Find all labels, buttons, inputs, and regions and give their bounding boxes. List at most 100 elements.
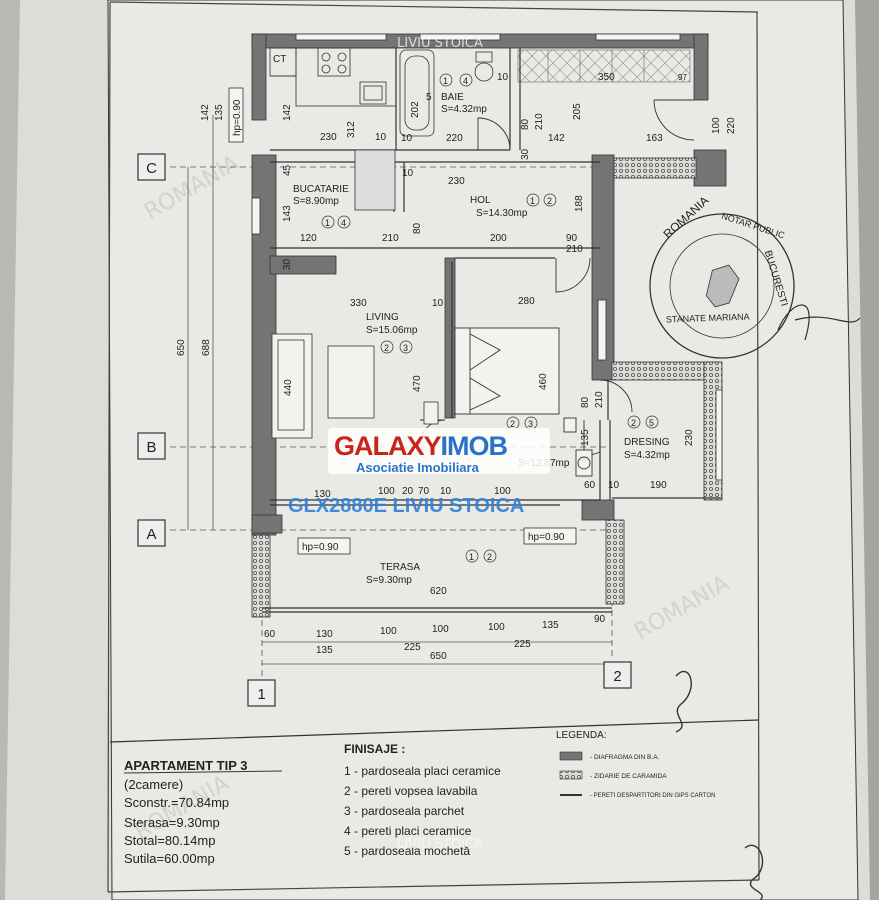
- svg-text:LEGENDA:: LEGENDA:: [556, 730, 607, 741]
- svg-text:688: 688: [201, 339, 212, 356]
- svg-text:470: 470: [412, 375, 423, 392]
- svg-text:5: 5: [426, 92, 432, 103]
- svg-text:10: 10: [401, 133, 413, 144]
- svg-text:163: 163: [646, 133, 663, 144]
- svg-text:5: 5: [649, 418, 654, 428]
- svg-text:Sconstr.=70.84mp: Sconstr.=70.84mp: [124, 795, 229, 810]
- legend-swatch-concrete: [559, 751, 583, 761]
- svg-text:90: 90: [594, 614, 606, 625]
- svg-text:10: 10: [375, 132, 387, 143]
- svg-text:440: 440: [283, 379, 294, 396]
- drawing-frame-bottom: [107, 879, 760, 893]
- watermark-top: LIVIU STOICA: [397, 36, 483, 51]
- svg-text:330: 330: [350, 298, 367, 309]
- grid-label-c: C: [137, 153, 166, 181]
- svg-text:230: 230: [684, 429, 695, 446]
- svg-text:HOL: HOL: [470, 195, 491, 206]
- svg-text:97: 97: [678, 73, 687, 82]
- svg-text:30: 30: [520, 148, 531, 160]
- svg-text:BUCATARIE: BUCATARIE: [293, 184, 349, 195]
- listing-code: GLX2880E LIVIU STOICA: [288, 495, 524, 517]
- svg-text:230: 230: [320, 132, 337, 143]
- svg-text:S=15.06mp: S=15.06mp: [366, 325, 418, 336]
- svg-text:- DIAFRAGMA DIN B.A.: - DIAFRAGMA DIN B.A.: [590, 754, 660, 761]
- svg-text:1: 1: [443, 76, 448, 86]
- svg-text:225: 225: [514, 639, 531, 650]
- balcony-tiles: [517, 49, 691, 83]
- svg-text:142: 142: [282, 104, 293, 121]
- svg-text:120: 120: [300, 233, 317, 244]
- svg-text:S=14.30mp: S=14.30mp: [476, 208, 528, 219]
- svg-text:100: 100: [380, 626, 397, 637]
- svg-text:10: 10: [608, 480, 620, 491]
- height-tag-living: hp=0.90: [297, 537, 351, 555]
- coat-of-arms-icon: [705, 264, 740, 308]
- grid-label-1: 1: [247, 679, 276, 707]
- bottom-dimensions: 60 130 100 100 100 135 90 135 225 225 65…: [264, 614, 606, 662]
- svg-text:- PERETI DESPARTITORI DIN GIPS: - PERETI DESPARTITORI DIN GIPS CARTON: [590, 793, 715, 799]
- bathroom-fixtures: [399, 49, 494, 137]
- svg-text:210: 210: [534, 113, 545, 130]
- walls-partition: [262, 48, 722, 613]
- svg-text:650: 650: [430, 651, 447, 662]
- bottom-signature: [744, 844, 764, 900]
- legend-swatch-brick: [559, 770, 583, 780]
- svg-text:FINISAJE :: FINISAJE :: [344, 742, 405, 756]
- svg-text:135: 135: [214, 104, 225, 121]
- svg-text:190: 190: [650, 480, 667, 491]
- svg-text:130: 130: [316, 629, 333, 640]
- svg-text:hp=0.90: hp=0.90: [528, 532, 565, 543]
- grid-axes: [170, 115, 613, 676]
- svg-text:100: 100: [488, 622, 505, 633]
- svg-text:S=4.32mp: S=4.32mp: [624, 450, 670, 461]
- svg-text:80: 80: [412, 222, 423, 234]
- svg-text:10: 10: [402, 168, 414, 179]
- svg-text:188: 188: [574, 195, 585, 212]
- agency-logo: GALAXYIMOB Asociatie Imobiliara: [328, 428, 550, 475]
- watermark-bottom: LIVIU STOICA: [397, 837, 483, 852]
- initials-signature: [675, 670, 692, 733]
- info-block-divider: [109, 719, 759, 743]
- dimension-labels: 142 135 142 650 688 230 312 10 202 5 220…: [176, 72, 737, 597]
- svg-text:S=9.30mp: S=9.30mp: [366, 575, 412, 586]
- notary-signature: [777, 304, 861, 341]
- svg-text:1 - pardoseala placi ceramice: 1 - pardoseala placi ceramice: [344, 764, 501, 778]
- svg-text:5 - pardoseala mochetă: 5 - pardoseala mochetă: [344, 844, 470, 858]
- svg-text:10: 10: [497, 72, 509, 83]
- svg-text:620: 620: [430, 586, 447, 597]
- svg-text:4: 4: [341, 218, 346, 228]
- svg-text:225: 225: [404, 642, 421, 653]
- svg-text:hp=0.90: hp=0.90: [232, 99, 243, 136]
- svg-text:90: 90: [566, 233, 578, 244]
- drawing-frame-left: [107, 1, 111, 893]
- grid-label-2: 2: [603, 661, 632, 689]
- svg-text:1: 1: [325, 218, 330, 228]
- svg-text:70: 70: [418, 486, 430, 497]
- svg-text:142: 142: [548, 133, 565, 144]
- svg-text:B: B: [146, 439, 156, 456]
- svg-text:135: 135: [580, 429, 591, 446]
- svg-text:3: 3: [528, 419, 533, 429]
- svg-text:DRESING: DRESING: [624, 437, 670, 448]
- svg-text:650: 650: [176, 339, 187, 356]
- bed: [454, 327, 593, 477]
- apartment-info: APARTAMENT TIP 3 (2camere) Sconstr.=70.8…: [123, 758, 283, 866]
- svg-text:hp=0.90: hp=0.90: [302, 542, 339, 553]
- svg-text:(2camere): (2camere): [124, 777, 183, 792]
- svg-text:2: 2: [510, 419, 515, 429]
- svg-text:142: 142: [200, 104, 211, 121]
- height-tag-bedroom: hp=0.90: [523, 527, 577, 545]
- svg-text:135: 135: [316, 645, 333, 656]
- svg-text:135: 135: [542, 620, 559, 631]
- svg-text:280: 280: [518, 296, 535, 307]
- svg-text:1: 1: [469, 552, 474, 562]
- svg-text:100: 100: [711, 117, 722, 134]
- room-baie: BAIE S=4.32mp 1 4: [439, 73, 487, 115]
- svg-text:- ZIDARIE DE CARAMIDA: - ZIDARIE DE CARAMIDA: [590, 773, 667, 780]
- room-living: LIVING S=15.06mp 2 3: [366, 312, 418, 354]
- svg-text:LIVING: LIVING: [366, 312, 399, 323]
- kitchen-fixtures: [269, 47, 397, 211]
- svg-text:20: 20: [402, 486, 414, 497]
- room-terasa: TERASA S=9.30mp 1 2: [366, 549, 497, 586]
- svg-text:30: 30: [282, 258, 293, 270]
